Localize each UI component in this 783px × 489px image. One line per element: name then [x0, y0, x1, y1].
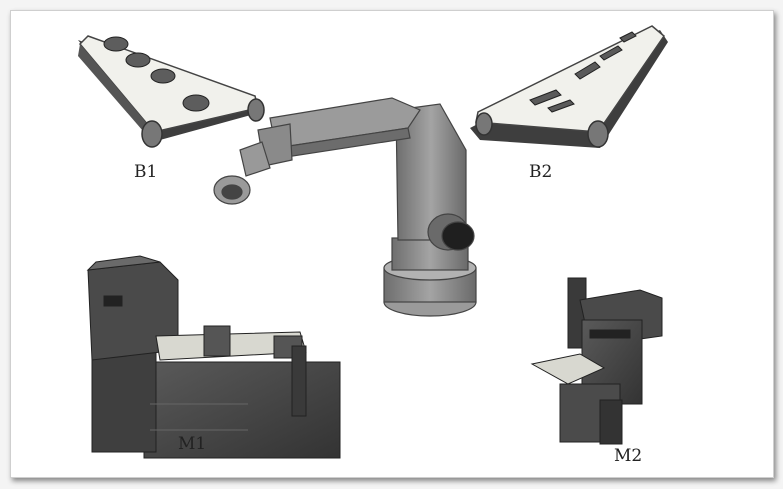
label-b1: B1 [134, 162, 158, 182]
conveyor-b2 [470, 25, 668, 148]
machine-m1 [86, 255, 341, 459]
conveyor-b1 [78, 35, 265, 148]
robot-arm [213, 97, 477, 317]
label-m2: M2 [614, 446, 643, 466]
label-m1: M1 [178, 434, 207, 454]
label-b2: B2 [529, 162, 553, 182]
machine-m2 [530, 277, 663, 445]
parts-discs [103, 36, 210, 112]
parts-shafts [529, 31, 637, 113]
